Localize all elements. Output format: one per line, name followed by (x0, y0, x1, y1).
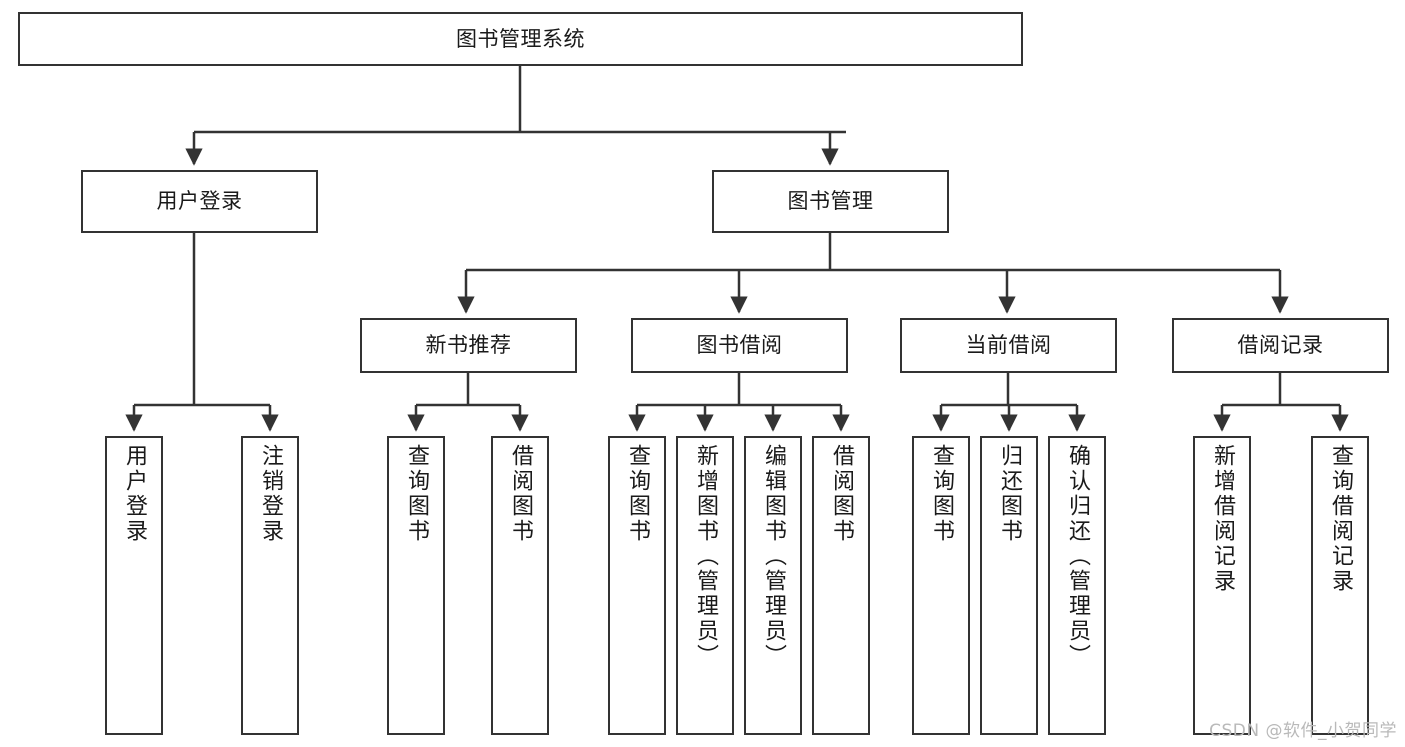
node-leaf-query-record[interactable]: 查询借阅记录 (1311, 436, 1369, 735)
node-leaf-query-book-1[interactable]: 查询图书 (387, 436, 445, 735)
node-user-login-label: 用户登录 (156, 189, 243, 214)
node-root[interactable]: 图书管理系统 (18, 12, 1023, 66)
node-leaf-return-book[interactable]: 归还图书 (980, 436, 1038, 735)
node-leaf-user-login-label: 用户登录 (122, 444, 147, 544)
node-leaf-borrow-book-1-label: 借阅图书 (508, 444, 533, 544)
node-leaf-query-book-2[interactable]: 查询图书 (608, 436, 666, 735)
node-leaf-add-book[interactable]: 新增图书（管理员） (676, 436, 734, 735)
node-current-borrow[interactable]: 当前借阅 (900, 318, 1117, 373)
node-new-book-rec[interactable]: 新书推荐 (360, 318, 577, 373)
node-leaf-confirm-return[interactable]: 确认归还（管理员） (1048, 436, 1106, 735)
node-leaf-add-book-label: 新增图书（管理员） (693, 444, 718, 669)
node-leaf-borrow-book-2[interactable]: 借阅图书 (812, 436, 870, 735)
node-leaf-add-record-label: 新增借阅记录 (1210, 444, 1235, 594)
node-leaf-query-book-1-label: 查询图书 (404, 444, 429, 544)
node-book-borrow[interactable]: 图书借阅 (631, 318, 848, 373)
node-book-manage[interactable]: 图书管理 (712, 170, 949, 233)
node-leaf-user-login[interactable]: 用户登录 (105, 436, 163, 735)
node-leaf-borrow-book-1[interactable]: 借阅图书 (491, 436, 549, 735)
node-leaf-query-book-2-label: 查询图书 (625, 444, 650, 544)
watermark: CSDN @软件_小贺同学 (1209, 721, 1397, 741)
node-user-login[interactable]: 用户登录 (81, 170, 318, 233)
node-leaf-edit-book-label: 编辑图书（管理员） (761, 444, 786, 669)
node-leaf-query-book-3[interactable]: 查询图书 (912, 436, 970, 735)
node-leaf-logout[interactable]: 注销登录 (241, 436, 299, 735)
node-leaf-query-book-3-label: 查询图书 (929, 444, 954, 544)
node-leaf-borrow-book-2-label: 借阅图书 (829, 444, 854, 544)
node-leaf-return-book-label: 归还图书 (997, 444, 1022, 544)
node-borrow-record[interactable]: 借阅记录 (1172, 318, 1389, 373)
node-borrow-record-label: 借阅记录 (1237, 333, 1324, 358)
node-new-book-rec-label: 新书推荐 (425, 333, 512, 358)
node-root-label: 图书管理系统 (456, 26, 585, 51)
node-leaf-add-record[interactable]: 新增借阅记录 (1193, 436, 1251, 735)
node-book-manage-label: 图书管理 (787, 189, 874, 214)
node-current-borrow-label: 当前借阅 (965, 333, 1052, 358)
node-leaf-query-record-label: 查询借阅记录 (1328, 444, 1353, 594)
node-book-borrow-label: 图书借阅 (696, 333, 783, 358)
node-leaf-logout-label: 注销登录 (258, 444, 283, 544)
node-leaf-edit-book[interactable]: 编辑图书（管理员） (744, 436, 802, 735)
node-leaf-confirm-return-label: 确认归还（管理员） (1065, 444, 1090, 669)
